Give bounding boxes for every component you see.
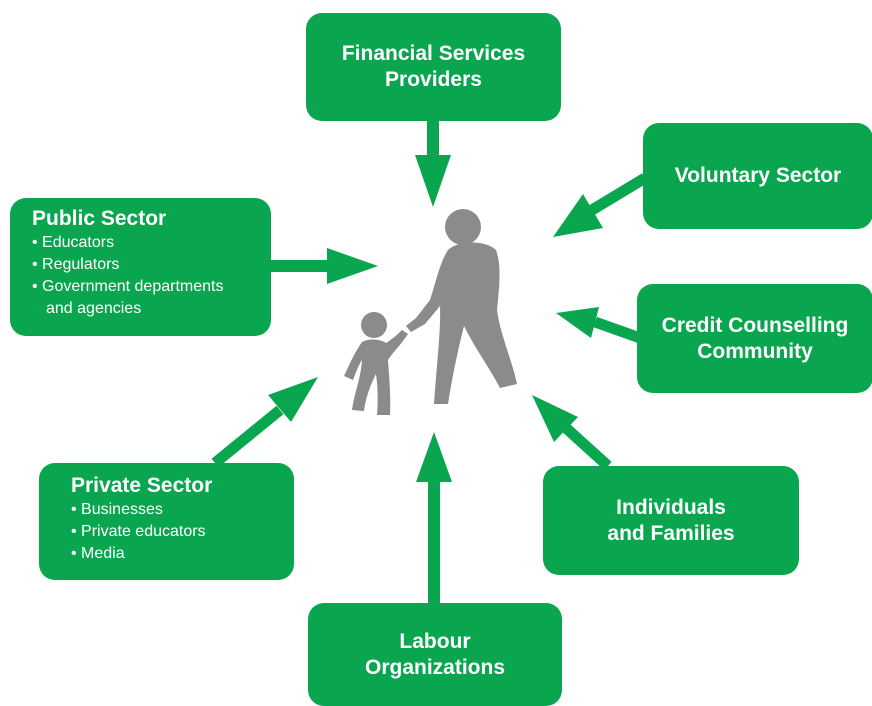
- list-item: Government departments: [32, 276, 271, 298]
- arrow-financial-to-center: [415, 121, 451, 207]
- node-credit-counselling-community: Credit Counselling Community: [637, 284, 872, 393]
- list-item: Businesses: [71, 499, 294, 521]
- arrow-voluntary-to-center: [553, 173, 648, 237]
- node-label-line2: Community: [697, 339, 813, 363]
- arrow-credit-to-center: [556, 307, 642, 344]
- node-public-sector: Public Sector Educators Regulators Gover…: [10, 198, 271, 336]
- node-financial-services-providers: Financial Services Providers: [306, 13, 561, 121]
- arrow-individuals-to-center: [532, 395, 612, 471]
- node-private-sector: Private Sector Businesses Private educat…: [39, 463, 294, 580]
- node-label-line1: Voluntary Sector: [674, 164, 842, 187]
- node-label-line2: Providers: [385, 68, 482, 91]
- node-label-line1: Financial Services: [341, 42, 526, 65]
- node-label-line2: Organizations: [364, 655, 506, 679]
- node-individuals-and-families: Individuals and Families: [543, 466, 799, 575]
- arrow-public-to-center: [271, 248, 378, 284]
- list-item-continuation-text: and agencies: [46, 300, 142, 317]
- node-title: Public Sector: [32, 207, 167, 230]
- list-item: Educators: [32, 232, 271, 254]
- node-label-line1: Credit Counselling: [661, 313, 849, 337]
- list-item: Media: [71, 543, 294, 565]
- node-label-line2: and Families: [607, 521, 735, 545]
- arrow-private-to-center: [211, 377, 318, 468]
- node-label-line1: Individuals: [616, 495, 726, 519]
- list-item: Regulators: [32, 254, 271, 276]
- node-labour-organizations: Labour Organizations: [308, 603, 562, 706]
- node-label-line1: Labour: [399, 629, 471, 653]
- node-voluntary-sector: Voluntary Sector: [643, 123, 872, 229]
- node-item-list: Educators Regulators Government departme…: [32, 232, 271, 320]
- arrow-labour-to-center: [416, 432, 452, 603]
- list-item-continuation: and agencies: [32, 298, 271, 320]
- adult-child-icon: [344, 209, 517, 415]
- node-title: Private Sector: [71, 474, 213, 497]
- list-item: Private educators: [71, 521, 294, 543]
- node-item-list: Businesses Private educators Media: [71, 499, 294, 565]
